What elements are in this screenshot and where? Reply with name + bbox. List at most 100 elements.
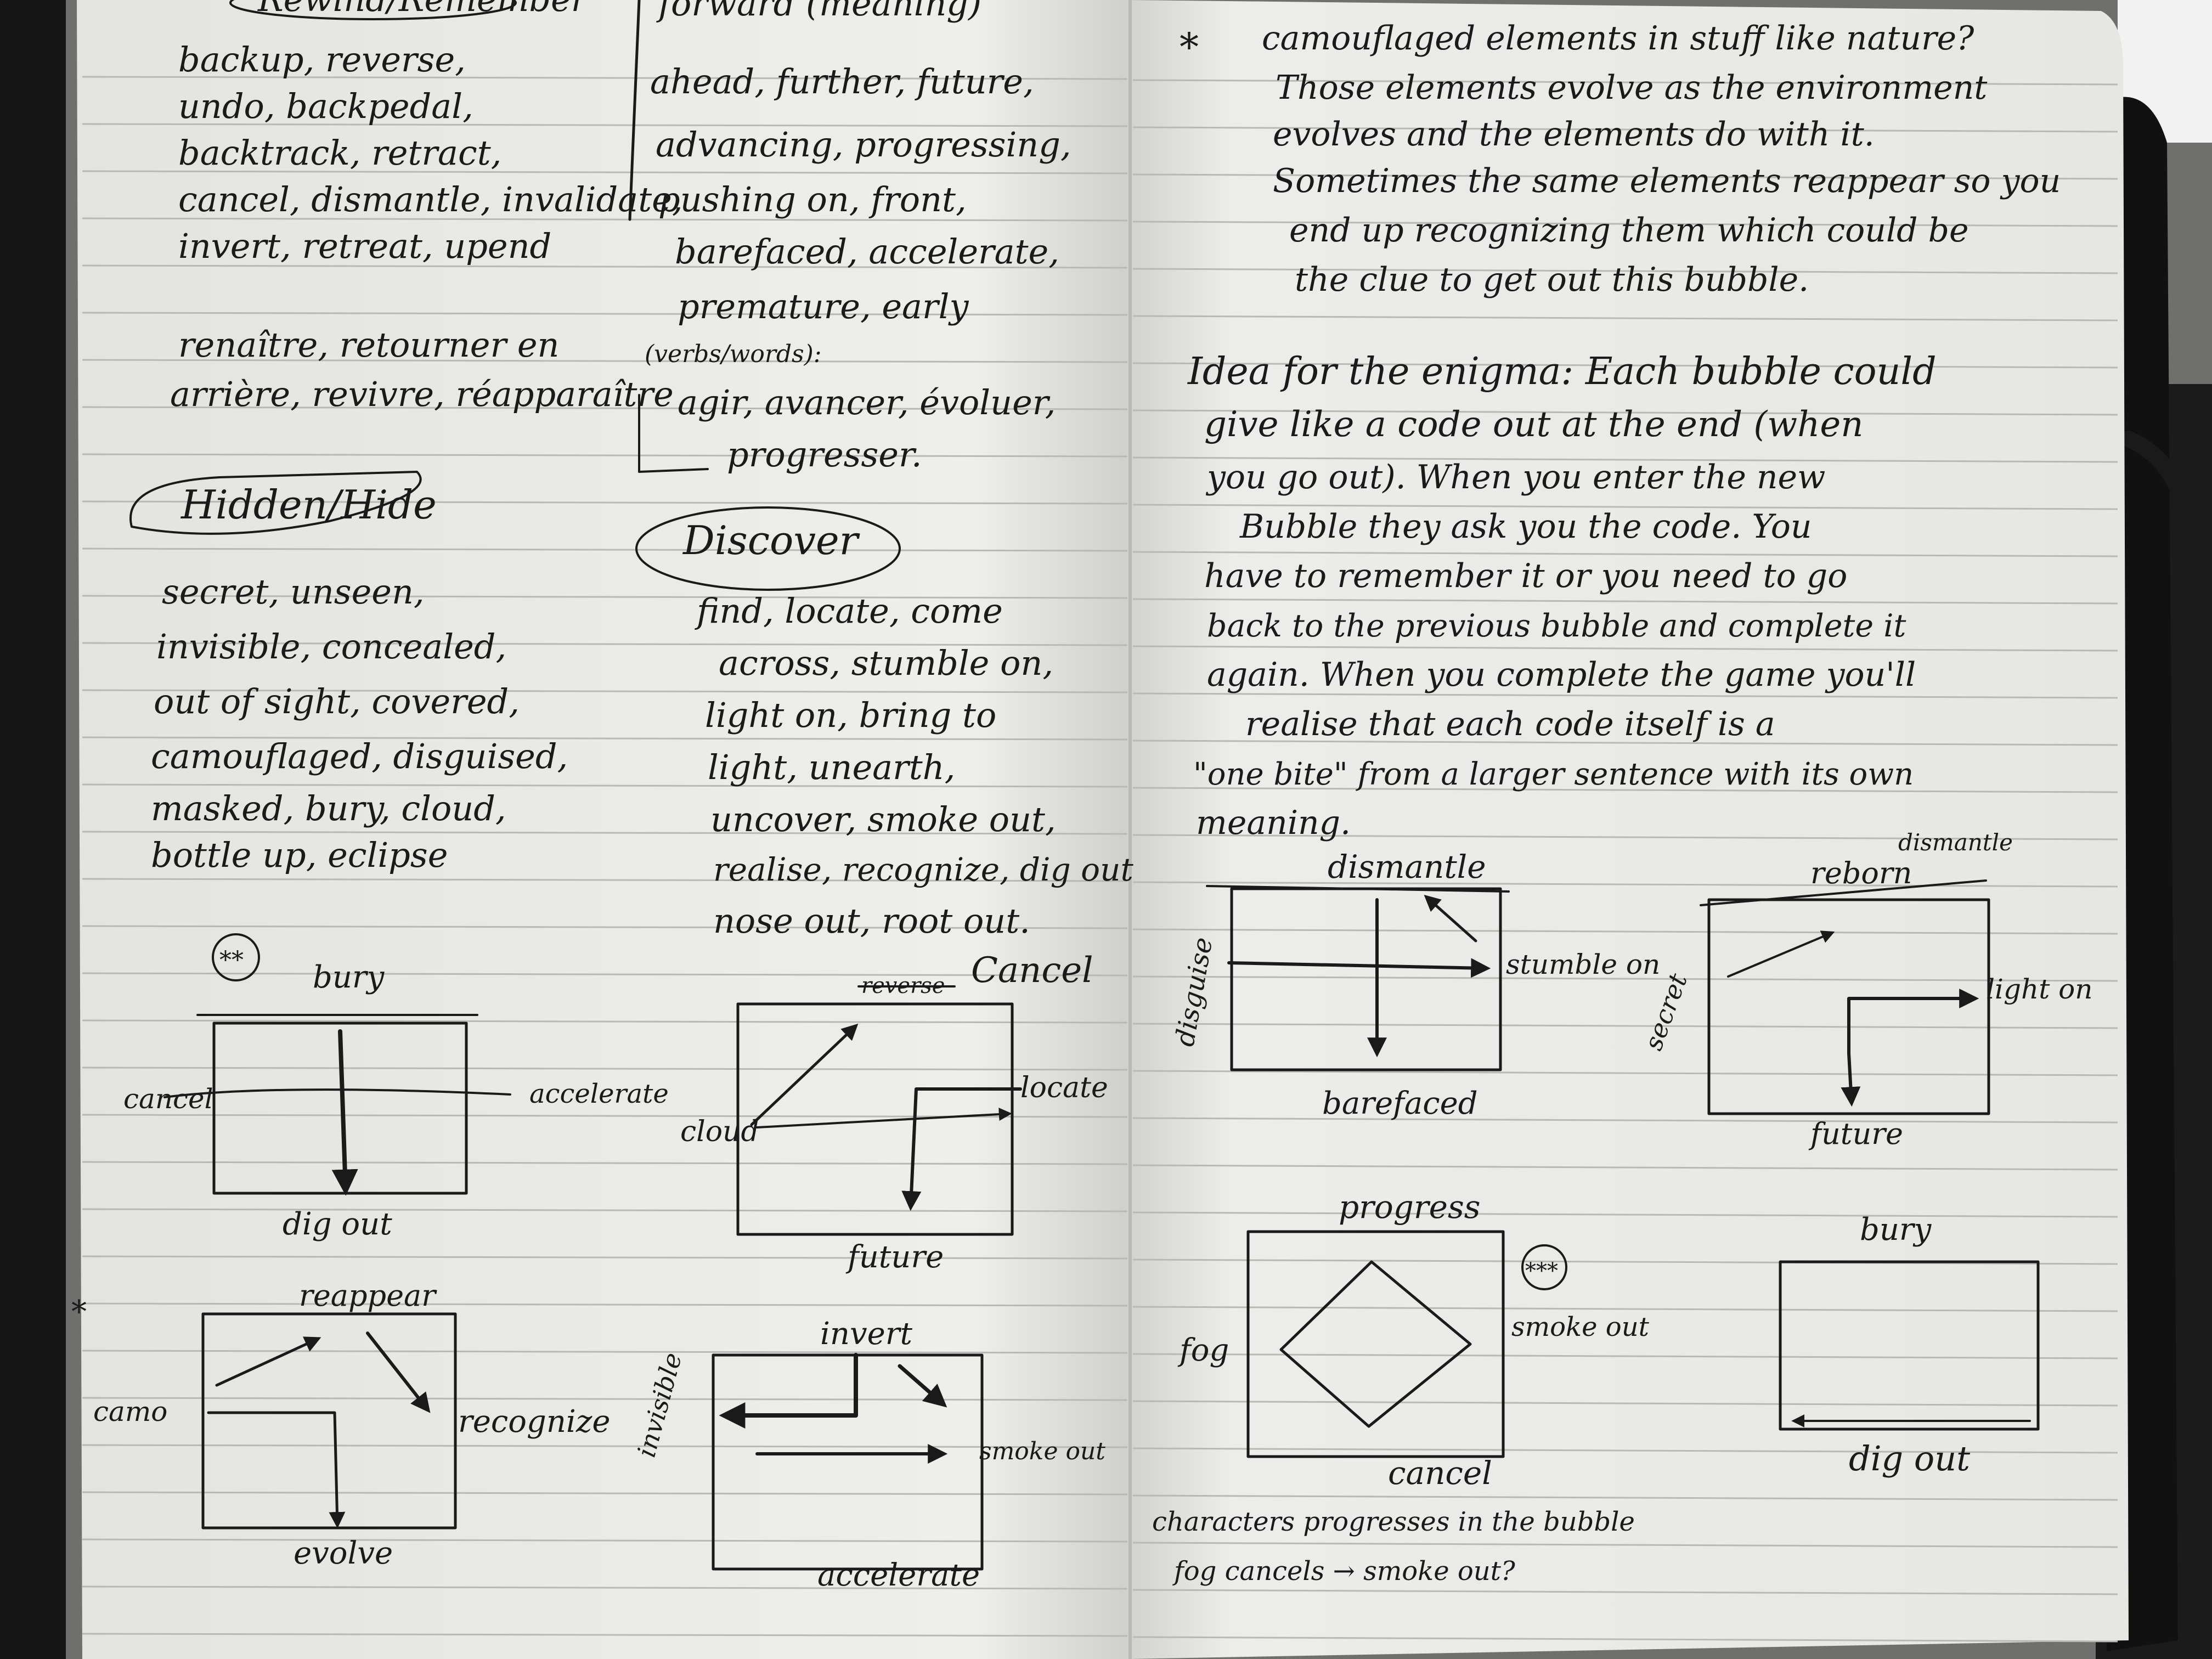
sketch-label-right: smoke out (1511, 1312, 1650, 1342)
ruled-line-left (82, 312, 1128, 316)
forward-line: barefaced, accelerate, (675, 232, 1059, 272)
ruled-line-left (82, 264, 1128, 269)
forward-line: advancing, progressing, (656, 125, 1071, 165)
footer-line: fog cancels → smoke out? (1172, 1556, 1515, 1587)
footer-line: characters progresses in the bubble (1152, 1506, 1635, 1537)
ruled-line-right (1132, 456, 2118, 463)
ruled-line-right (1132, 221, 2118, 227)
rewind-line: invert, retreat, upend (178, 226, 551, 266)
ruled-line-right (1132, 928, 2118, 935)
ruled-line-left (82, 170, 1128, 174)
sketch-marker: * (71, 1294, 87, 1330)
sketch-frame (1779, 1260, 2040, 1431)
sketch-label-bottom: accelerate (817, 1558, 980, 1593)
sketch-label-top-extra: dismantle (1898, 829, 2013, 856)
ruled-line-left (82, 831, 1128, 835)
ruled-line-left (82, 1161, 1128, 1165)
ruled-line-right (1132, 1542, 2118, 1548)
sketch-cancel-future: reverse Cancel cloud locate future (680, 950, 1108, 1275)
sketch-diamond (1279, 1260, 1472, 1428)
forward-heading: forward (meaning) (656, 0, 981, 24)
sketch-arrow-diag (1727, 930, 1835, 978)
ruled-line-left (82, 1066, 1128, 1071)
rewind-line: cancel, dismantle, invalidate, (178, 179, 683, 219)
ruled-line-right (1132, 1117, 2118, 1124)
elastic-band (2120, 431, 2197, 557)
discover-heading: Discover (682, 517, 860, 563)
ruled-line-right (1132, 315, 2118, 321)
sketch-label-bottom: cancel (1388, 1454, 1492, 1492)
hidden-heading: Hidden/Hide (180, 482, 437, 528)
ruled-line-right (1132, 1164, 2118, 1171)
discover-line: light on, bring to (705, 695, 996, 735)
rewind-heading: Rewind/Remember (257, 0, 589, 19)
note-line: Those elements evolve as the environment (1276, 69, 1988, 107)
hidden-word-list: secret, unseen, invisible, concealed, ou… (151, 572, 568, 875)
ruled-line-left (82, 406, 1128, 410)
ruled-line-left (82, 736, 1128, 741)
sketch-label-top: bury (1860, 1212, 1932, 1248)
sketch-label-right: accelerate (529, 1079, 669, 1109)
sketch-label-bottom: future (1808, 1116, 1903, 1151)
hidden-line: bottle up, eclipse (151, 835, 448, 875)
idea-line: meaning. (1196, 804, 1351, 842)
sketch-arrow-elbow (1847, 989, 1979, 1055)
ruled-line-right (1132, 598, 2118, 605)
ruled-line-left (82, 642, 1128, 646)
sketch-label-top: progress (1339, 1188, 1480, 1226)
discover-line: across, stumble on, (719, 643, 1053, 683)
sketch-frame (1246, 1230, 1505, 1458)
ruled-line-left (82, 1255, 1128, 1260)
forward-line: ahead, further, future, (650, 61, 1034, 101)
sketch-arrow-elbow (207, 1411, 346, 1528)
ruled-line-right (1132, 834, 2118, 840)
sketch-arrow-diag (898, 1364, 947, 1408)
sketch-label-left: fog (1177, 1333, 1229, 1368)
sketch-arrow-down (331, 1029, 358, 1196)
sketch-frame (712, 1353, 984, 1571)
hidden-line: masked, bury, cloud, (151, 788, 506, 828)
sketch-marker-circle (1521, 1244, 1567, 1290)
ruled-line-left (82, 123, 1128, 127)
sketch-arrow-elbow (719, 1353, 858, 1429)
sketch-arrow-right (1227, 958, 1491, 978)
discover-line: light, unearth, (708, 747, 955, 787)
ruled-line-left (82, 1208, 1128, 1212)
rewind-french-line: renaître, retourner en (178, 325, 559, 365)
sketch-label-left: camo (93, 1396, 167, 1427)
sketch-marker: ** (219, 946, 244, 974)
ruled-line-right (1132, 1070, 2118, 1076)
discover-word-list: find, locate, come across, stumble on, l… (695, 591, 1133, 941)
rewind-word-list: backup, reverse, undo, backpedal, backtr… (170, 40, 683, 414)
sketch-top-line (1206, 885, 1510, 893)
ruled-line-left (82, 500, 1128, 505)
ruled-line-right (1132, 975, 2118, 982)
sketch-label-bottom: dig out (283, 1206, 392, 1242)
sketch-bury-dig-out: ** bury cancel accelerate dig out (123, 933, 669, 1242)
sketch-label-bottom: evolve (294, 1536, 393, 1571)
hidden-line: out of sight, covered, (154, 681, 520, 721)
ruled-line-right (1132, 881, 2118, 888)
sketch-label-right: stumble on (1506, 949, 1660, 980)
forward-word-list: ahead, further, future, advancing, progr… (638, 61, 1071, 475)
ruled-line-left (82, 689, 1128, 693)
forward-french-line: (verbs/words): (645, 340, 822, 368)
ruled-line-right (1132, 1023, 2118, 1029)
forward-french-line: agir, avancer, évoluer, (678, 382, 1056, 422)
note-line: camouflaged elements in stuff like natur… (1262, 19, 1974, 58)
sketch-arrow-down (1841, 1052, 1861, 1107)
ruled-line-right (1132, 268, 2118, 274)
sketch-label-right: locate (1020, 1071, 1108, 1104)
sketch-reappear-evolve: * reappear camo recognize evolve (71, 1278, 610, 1571)
sketch-marker-circle (212, 933, 260, 981)
sketch-label-top: bury (313, 960, 385, 995)
ruled-line-right (1132, 692, 2118, 699)
ruled-line-left (82, 1585, 1128, 1590)
ruled-lines (82, 76, 2118, 1643)
ruled-line-left (82, 925, 1128, 929)
note-line: the clue to get out this bubble. (1295, 261, 1809, 299)
ruled-line-right (1132, 1589, 2118, 1595)
sketch-frame (736, 1002, 1014, 1236)
idea-line: you go out). When you enter the new (1205, 458, 1825, 496)
